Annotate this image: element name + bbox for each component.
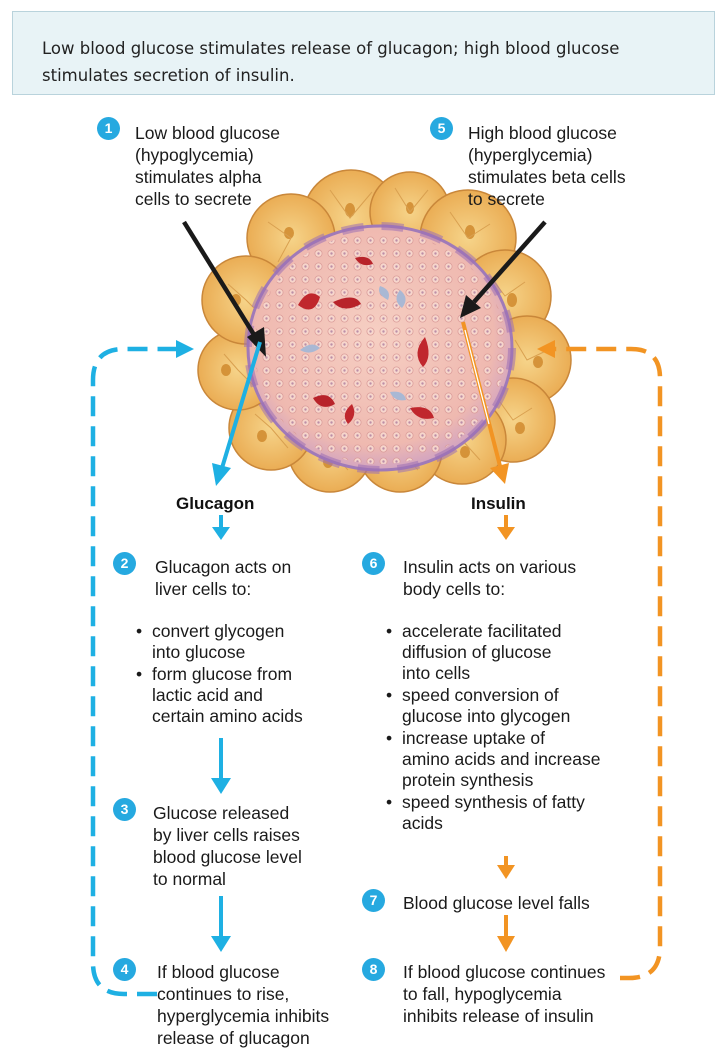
glucagon-release-arrowhead	[212, 463, 231, 486]
step-4-badge: 4	[113, 958, 136, 981]
insulin-label: Insulin	[471, 494, 526, 514]
step-5-badge: 5	[430, 117, 453, 140]
insulin-flow-arrow-3	[497, 915, 515, 952]
glucagon-flow-arrow-1	[212, 515, 230, 540]
insulin-flow-arrow-2	[497, 856, 515, 879]
glucagon-flow-arrow-2	[211, 738, 231, 794]
glucagon-feedback-arrowhead	[176, 340, 194, 358]
step-6-badge: 6	[362, 552, 385, 575]
step-3-badge: 3	[113, 798, 136, 821]
step-1-badge: 1	[97, 117, 120, 140]
insulin-feedback-loop	[555, 349, 660, 978]
insulin-flow-arrow-1	[497, 515, 515, 540]
islet-core	[248, 226, 512, 470]
step-7-badge: 7	[362, 889, 385, 912]
glucagon-flow-arrow-3	[211, 896, 231, 952]
step-2-badge: 2	[113, 552, 136, 575]
step-8-badge: 8	[362, 958, 385, 981]
glucagon-label: Glucagon	[176, 494, 254, 514]
